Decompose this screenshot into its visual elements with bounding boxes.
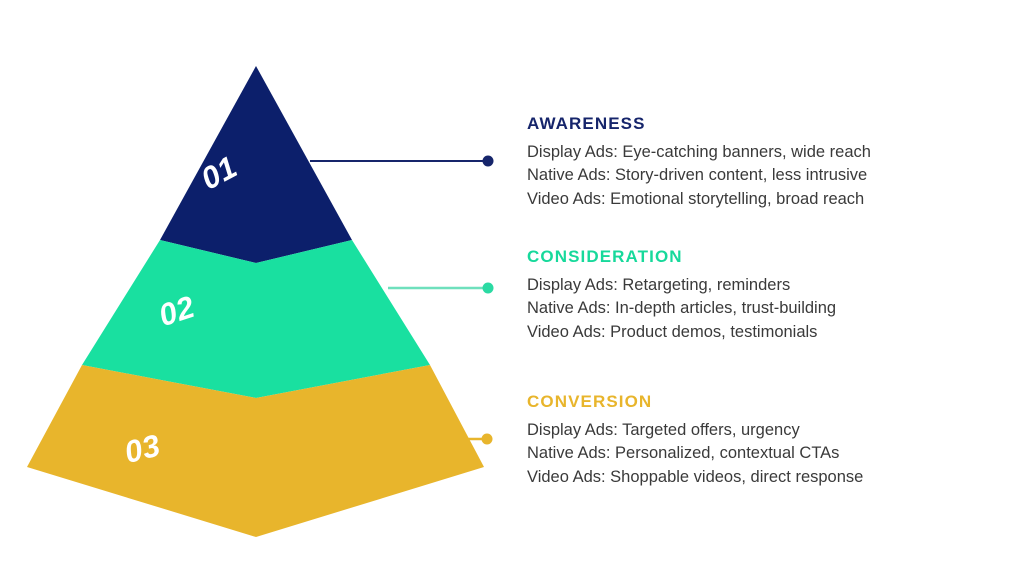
pyramid-tier-3-shape[interactable]	[27, 365, 484, 537]
stage-detail-line: Display Ads: Eye-catching banners, wide …	[527, 142, 871, 161]
stage-block-awareness: AWARENESS Display Ads: Eye-catching bann…	[527, 114, 1007, 211]
stage-detail-line: Video Ads: Shoppable videos, direct resp…	[527, 467, 864, 486]
pyramid-tier-2-shape[interactable]	[82, 240, 430, 398]
connector-dot-consideration	[482, 282, 494, 294]
stage-detail-line: Display Ads: Targeted offers, urgency	[527, 420, 800, 439]
stage-detail-line: Native Ads: Story-driven content, less i…	[527, 166, 868, 185]
stage-detail-line: Video Ads: Product demos, testimonials	[527, 322, 818, 341]
connector-dot-conversion	[481, 433, 493, 445]
stage-detail-line: Native Ads: In-depth articles, trust-bui…	[527, 299, 837, 318]
stage-descriptions: AWARENESS Display Ads: Eye-catching bann…	[527, 0, 1007, 576]
connector-dot-awareness	[482, 155, 494, 167]
stage-title-consideration: CONSIDERATION	[527, 247, 683, 266]
stage-title-conversion: CONVERSION	[527, 392, 653, 411]
pyramid-tier-3-number: 03	[121, 428, 164, 471]
stage-title-awareness: AWARENESS	[527, 114, 646, 133]
pyramid-tier-1-shape[interactable]	[160, 66, 352, 263]
stage-block-consideration: CONSIDERATION Display Ads: Retargeting, …	[527, 247, 1007, 344]
stage-detail-line: Display Ads: Retargeting, reminders	[527, 275, 791, 294]
stage-detail-line: Video Ads: Emotional storytelling, broad…	[527, 189, 865, 208]
stage-block-conversion: CONVERSION Display Ads: Targeted offers,…	[527, 392, 1007, 489]
stage-detail-line: Native Ads: Personalized, contextual CTA…	[527, 444, 840, 463]
